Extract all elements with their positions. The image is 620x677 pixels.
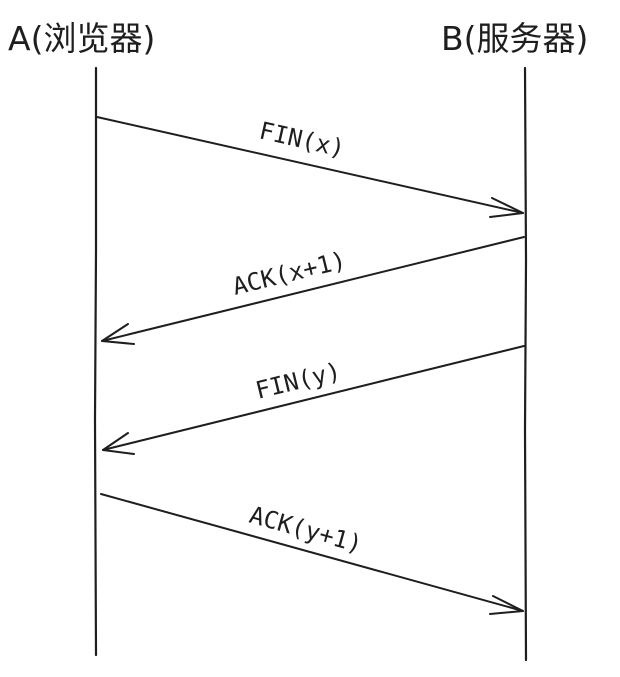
- participant-a-title: A(浏览器): [8, 19, 156, 58]
- message-fin-y: FIN(y): [102, 345, 525, 455]
- message-ack-x1-arrow-line: [101, 236, 525, 342]
- message-fin-x-arrow-line: [96, 116, 524, 214]
- message-fin-y-arrow-line: [102, 345, 525, 451]
- message-ack-y1: ACK(y+1): [100, 493, 524, 615]
- message-fin-x-arrowhead: [489, 197, 524, 218]
- message-ack-y1-arrowhead: [489, 595, 524, 615]
- message-ack-x1: ACK(x+1): [101, 236, 525, 345]
- message-ack-y1-arrow-line: [100, 493, 524, 612]
- message-fin-x: FIN(x): [96, 116, 524, 218]
- message-ack-x1-arrowhead: [101, 323, 135, 345]
- message-fin-y-arrowhead: [102, 432, 135, 455]
- lifeline-a: [93, 66, 98, 657]
- message-ack-x1-label: ACK(x+1): [230, 246, 349, 301]
- lifeline-b: [523, 66, 528, 662]
- participant-b-title: B(服务器): [441, 19, 589, 58]
- message-fin-y-label: FIN(y): [253, 357, 344, 405]
